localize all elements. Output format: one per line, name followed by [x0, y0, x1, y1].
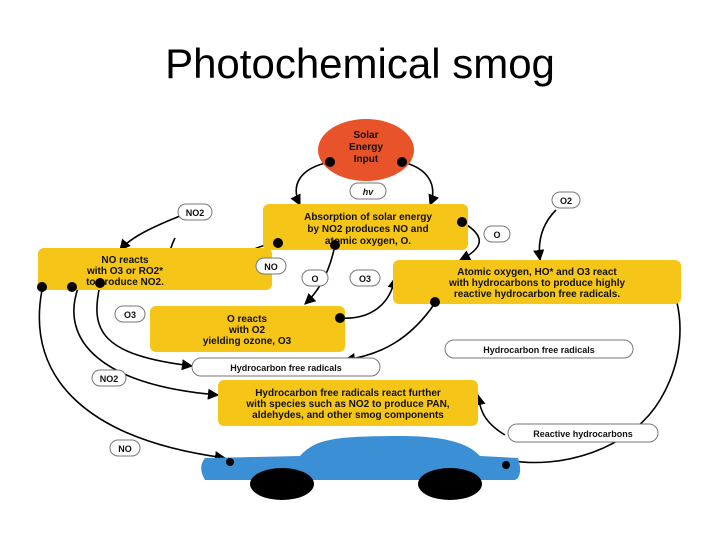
svg-text:O: O: [311, 274, 318, 284]
solar-line-1: Solar: [353, 130, 378, 141]
absorption-line-3: atomic oxygen, O.: [325, 236, 411, 247]
chem-label-no-bottom: NO: [109, 439, 141, 457]
hc-further-line-3: aldehydes, and other smog components: [252, 410, 444, 421]
svg-text:NO: NO: [264, 262, 278, 272]
svg-text:NO2: NO2: [186, 208, 205, 218]
solar-line-3: Input: [354, 154, 379, 165]
car-icon: [201, 436, 521, 500]
chem-label-o3-mid: O3: [349, 269, 381, 287]
slide-title: Photochemical smog: [165, 40, 555, 87]
chem-label-no2-top: NO2: [177, 203, 213, 221]
chem-label-o-right: O: [483, 225, 511, 243]
hv-text: hv: [363, 187, 374, 197]
hc-free-left-text: Hydrocarbon free radicals: [230, 363, 342, 373]
hc-free-radicals-right-pill: Hydrocarbon free radicals: [444, 339, 634, 359]
atomic-line-3: reactive hydrocarbon free radicals.: [454, 289, 620, 300]
o-reacts-line-1: O reacts: [227, 314, 267, 325]
hc-free-radicals-left-pill: Hydrocarbon free radicals: [191, 357, 381, 377]
hydrocarbon-further-box: Hydrocarbon free radicals react further …: [218, 380, 478, 426]
solar-line-2: Energy: [349, 142, 383, 153]
no-reacts-line-1: NO reacts: [101, 255, 149, 266]
o-reacts-box: O reacts with O2 yielding ozone, O3: [150, 306, 345, 352]
svg-text:O3: O3: [359, 274, 371, 284]
chem-label-no2-left: NO2: [91, 369, 127, 387]
no-reacts-line-2: with O3 or RO2*: [86, 266, 163, 277]
absorption-line-2: by NO2 produces NO and: [307, 224, 428, 235]
hc-further-line-1: Hydrocarbon free radicals react further: [255, 388, 441, 399]
atomic-oxygen-box: Atomic oxygen, HO* and O3 react with hyd…: [393, 260, 681, 307]
svg-text:O3: O3: [124, 310, 136, 320]
svg-text:NO: NO: [118, 444, 132, 454]
chem-label-no-mid: NO: [255, 257, 287, 275]
reactive-hydrocarbons-pill: Reactive hydrocarbons: [507, 423, 659, 443]
svg-text:O2: O2: [560, 196, 572, 206]
hc-free-right-text: Hydrocarbon free radicals: [483, 345, 595, 355]
hv-label: hv: [349, 182, 387, 200]
o-reacts-line-3: yielding ozone, O3: [203, 336, 292, 347]
no-reacts-line-3: to produce NO2.: [86, 277, 164, 288]
atomic-line-1: Atomic oxygen, HO* and O3 react: [457, 267, 617, 278]
solar-energy-node: Solar Energy Input: [318, 119, 414, 181]
o-reacts-line-2: with O2: [228, 325, 266, 336]
chem-label-o2-top: O2: [551, 191, 581, 209]
reactive-hc-text: Reactive hydrocarbons: [533, 429, 633, 439]
atomic-line-2: with hydrocarbons to produce highly: [448, 278, 626, 289]
absorption-line-1: Absorption of solar energy: [304, 212, 432, 223]
hc-further-line-2: with species such as NO2 to produce PAN,: [245, 399, 449, 410]
svg-text:NO2: NO2: [100, 374, 119, 384]
absorption-box: Absorption of solar energy by NO2 produc…: [263, 204, 468, 250]
no-reacts-box: NO reacts with O3 or RO2* to produce NO2…: [37, 248, 272, 292]
chem-label-o-mid: O: [301, 269, 329, 287]
svg-text:O: O: [493, 230, 500, 240]
chem-label-o3-left: O3: [114, 305, 146, 323]
